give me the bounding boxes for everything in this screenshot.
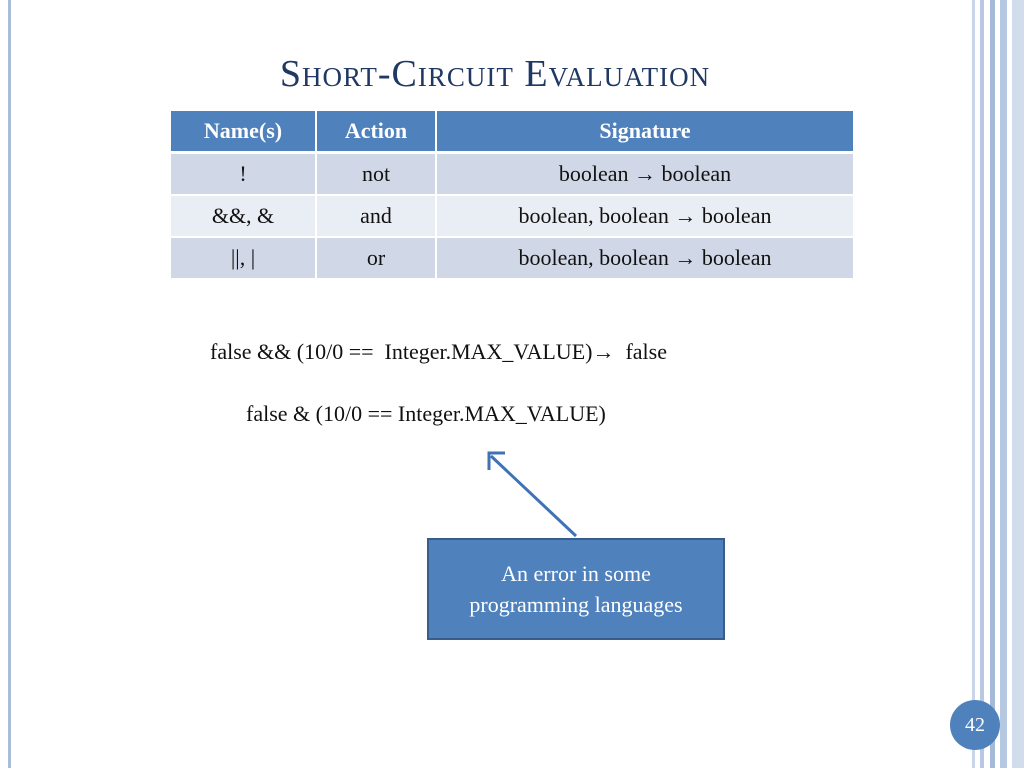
cell-action: not xyxy=(316,152,437,196)
header-action: Action xyxy=(316,111,437,154)
page-number-badge: 42 xyxy=(950,700,1000,750)
expression-short-circuit: false && (10/0 == Integer.MAX_VALUE)→ fa… xyxy=(210,339,667,364)
header-signature: Signature xyxy=(436,111,853,154)
table-row: ||, | or boolean, boolean → boolean xyxy=(171,237,853,280)
error-callout-box: An error in some programming languages xyxy=(427,538,725,640)
header-names: Name(s) xyxy=(171,111,317,154)
slide-title: Short-Circuit Evaluation xyxy=(279,53,711,95)
arrow-shaft xyxy=(489,454,578,538)
table-row: &&, & and boolean, boolean → boolean xyxy=(171,195,853,238)
callout-text: An error in some programming languages xyxy=(469,561,683,617)
cell-name: &&, & xyxy=(171,195,317,238)
stripe xyxy=(1012,0,1024,768)
arrow-head xyxy=(487,451,505,470)
left-border-rule xyxy=(8,0,11,768)
cell-name: ! xyxy=(171,152,317,196)
page-number: 42 xyxy=(965,713,985,736)
cell-signature: boolean → boolean xyxy=(436,152,853,196)
cell-action: or xyxy=(316,237,437,280)
cell-action: and xyxy=(316,195,437,238)
stripe xyxy=(972,0,975,768)
cell-signature: boolean, boolean → boolean xyxy=(436,195,853,238)
right-decorative-stripes xyxy=(972,0,1024,768)
stripe xyxy=(980,0,984,768)
stripe xyxy=(1000,0,1007,768)
cell-signature: boolean, boolean → boolean xyxy=(436,237,853,280)
table-row: ! not boolean → boolean xyxy=(171,152,853,196)
cell-name: ||, | xyxy=(171,237,317,280)
expression-non-short-circuit: false & (10/0 == Integer.MAX_VALUE) xyxy=(246,401,606,426)
table-header-row: Name(s) Action Signature xyxy=(171,111,853,154)
stripe xyxy=(990,0,995,768)
operators-table: Name(s) Action Signature ! not boolean →… xyxy=(171,111,853,280)
